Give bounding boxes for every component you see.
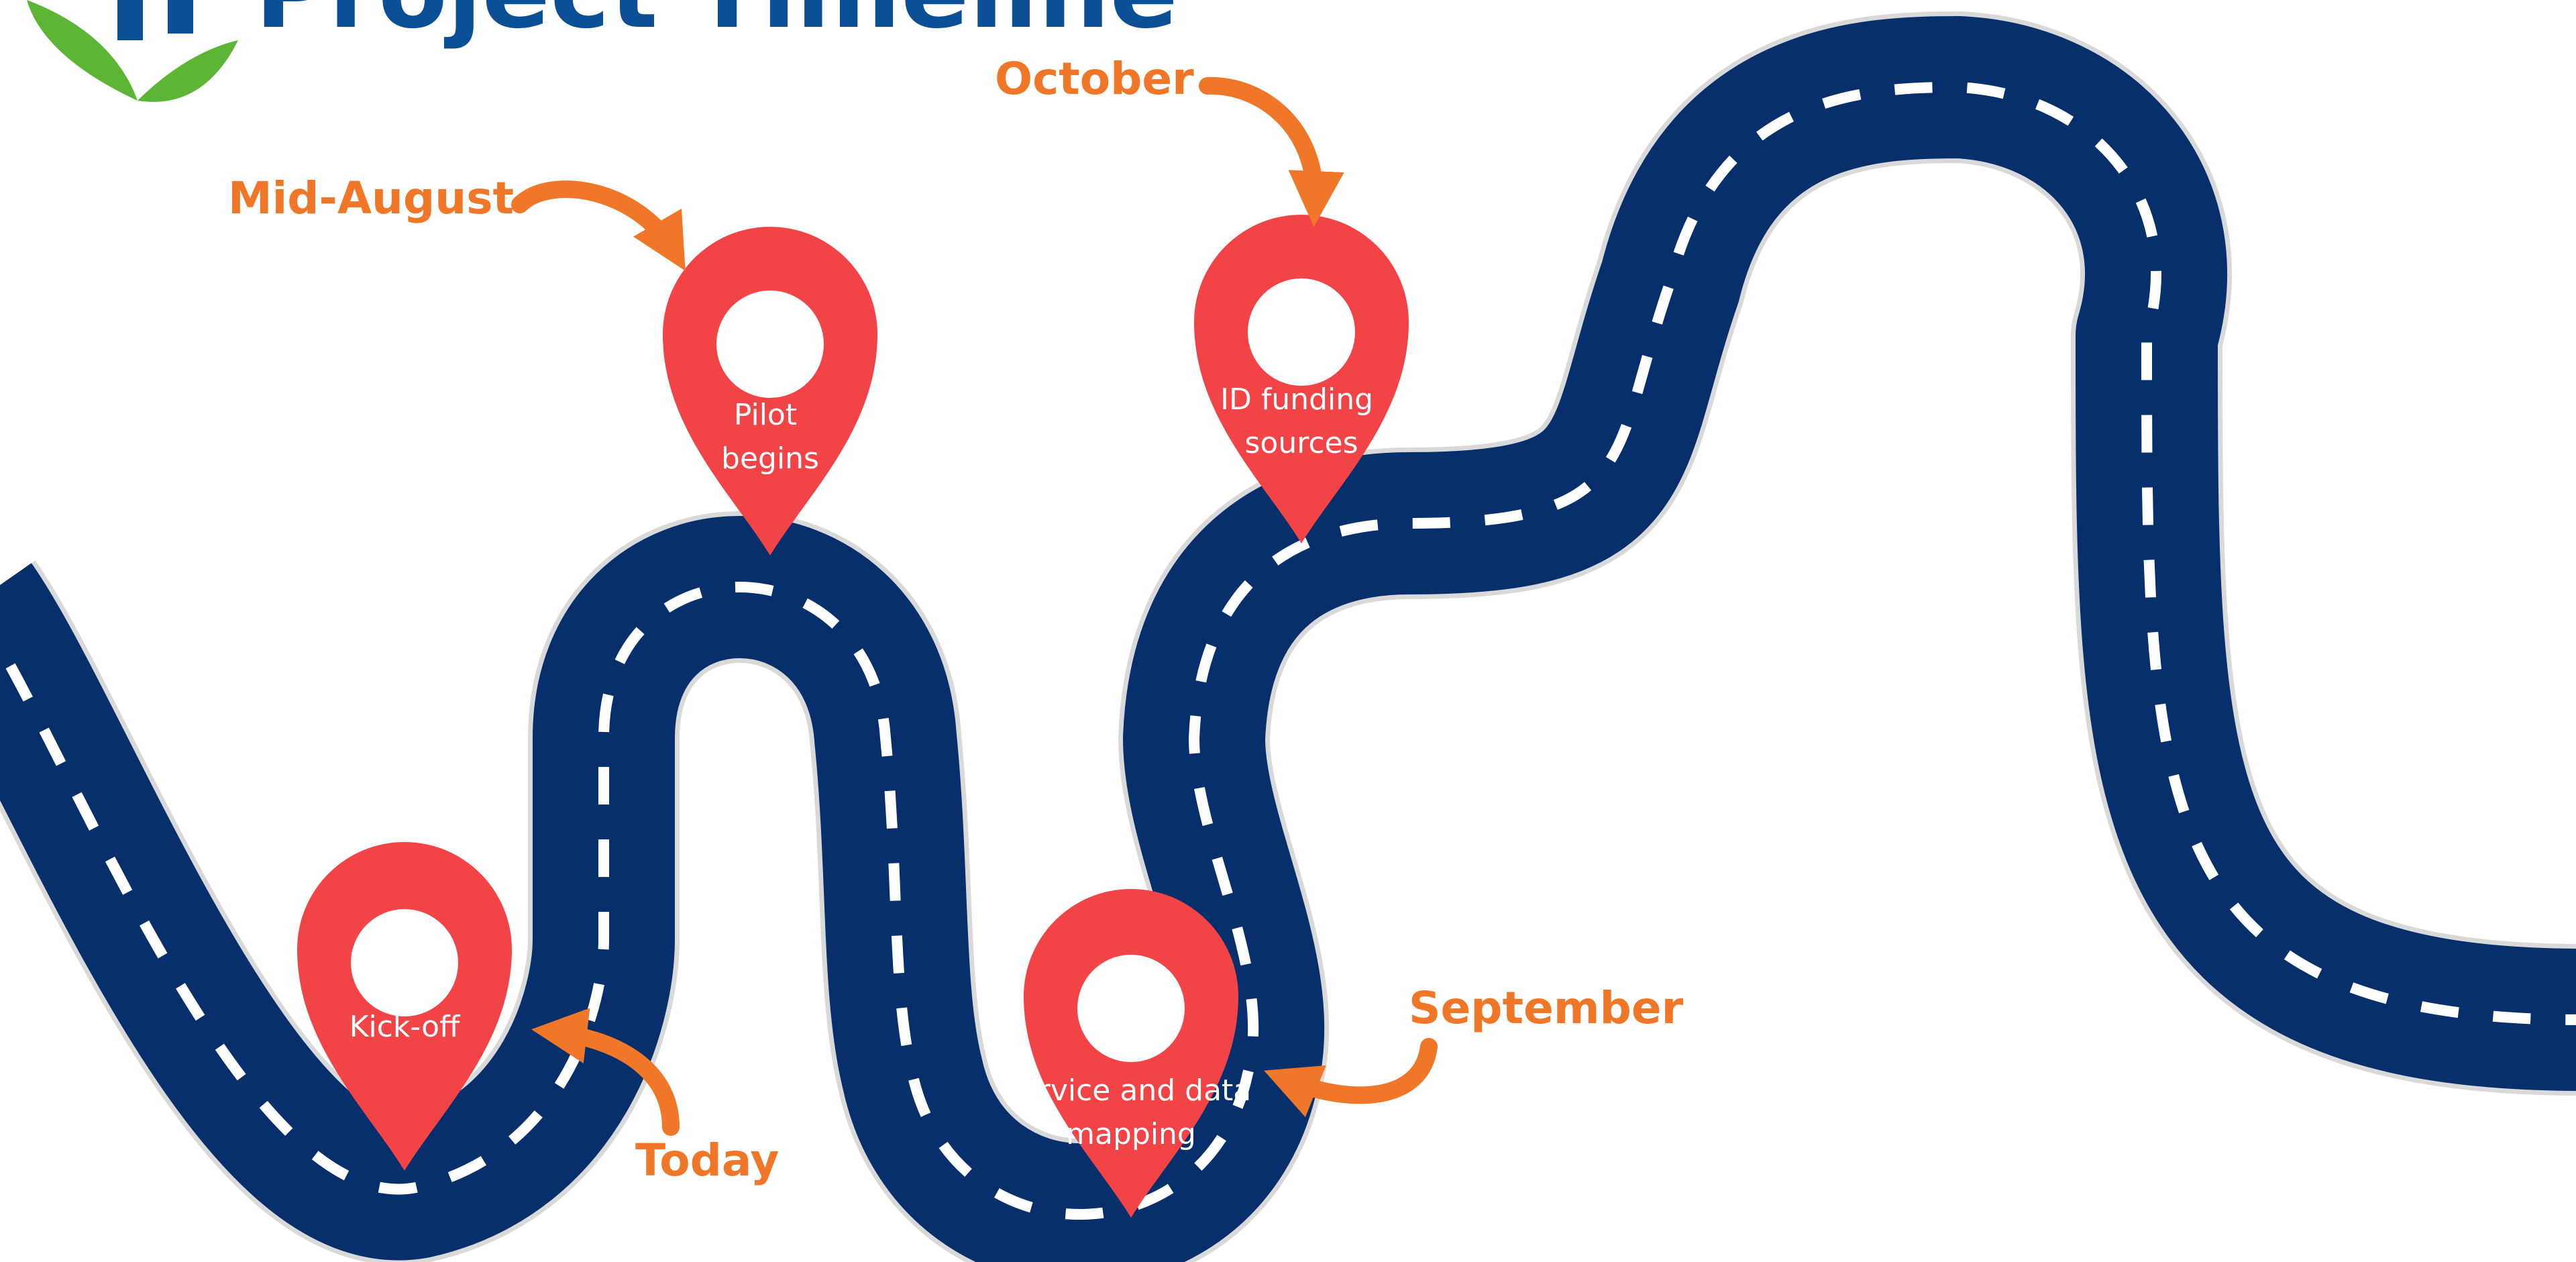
- milestone: Service and data mapping: [1002, 889, 1260, 1218]
- date-label-today: Today: [635, 1135, 779, 1186]
- pin-hole: [1077, 955, 1185, 1062]
- milestone-label: Service and data mapping: [1002, 1073, 1260, 1151]
- milestone-label-line: begins: [721, 441, 819, 476]
- milestone-label: Kick-off: [350, 1010, 461, 1044]
- curved-arrow-icon: [1264, 1038, 1438, 1118]
- road-center-dashes: [0, 81, 2576, 1220]
- milestone: Kick-off: [297, 842, 512, 1171]
- logo-leaf-right: [138, 40, 238, 102]
- curved-arrow-icon: [531, 1008, 680, 1136]
- date-label-october: October: [995, 53, 1194, 105]
- logo-bar: [117, 0, 143, 40]
- curved-arrow-icon: [1199, 76, 1344, 227]
- page-title: Project Timeline: [255, 0, 1178, 51]
- logo-leaf-left: [27, 0, 138, 101]
- pin-hole: [351, 909, 458, 1016]
- date-label-september: September: [1409, 982, 1684, 1034]
- milestone-label: ID funding sources: [1220, 382, 1383, 460]
- curved-arrow-icon: [511, 180, 686, 271]
- road: [0, 11, 2576, 1262]
- logo-bar: [168, 0, 193, 34]
- pin-hole: [716, 291, 824, 398]
- pin-hole: [1248, 278, 1355, 386]
- milestone: Pilot begins: [663, 227, 877, 556]
- date-label-mid-august: Mid-August: [228, 172, 514, 224]
- milestone-label-line: Service and data: [1002, 1073, 1251, 1108]
- milestone-label-line: Kick-off: [350, 1010, 461, 1044]
- milestone-label-line: Pilot: [734, 398, 797, 432]
- milestone: ID funding sources: [1194, 215, 1409, 543]
- milestone-label-line: mapping: [1066, 1117, 1196, 1151]
- logo: [27, 0, 238, 102]
- milestone-label-line: ID funding: [1220, 382, 1373, 417]
- milestone-label: Pilot begins: [721, 398, 819, 476]
- milestone-label-line: sources: [1244, 426, 1358, 460]
